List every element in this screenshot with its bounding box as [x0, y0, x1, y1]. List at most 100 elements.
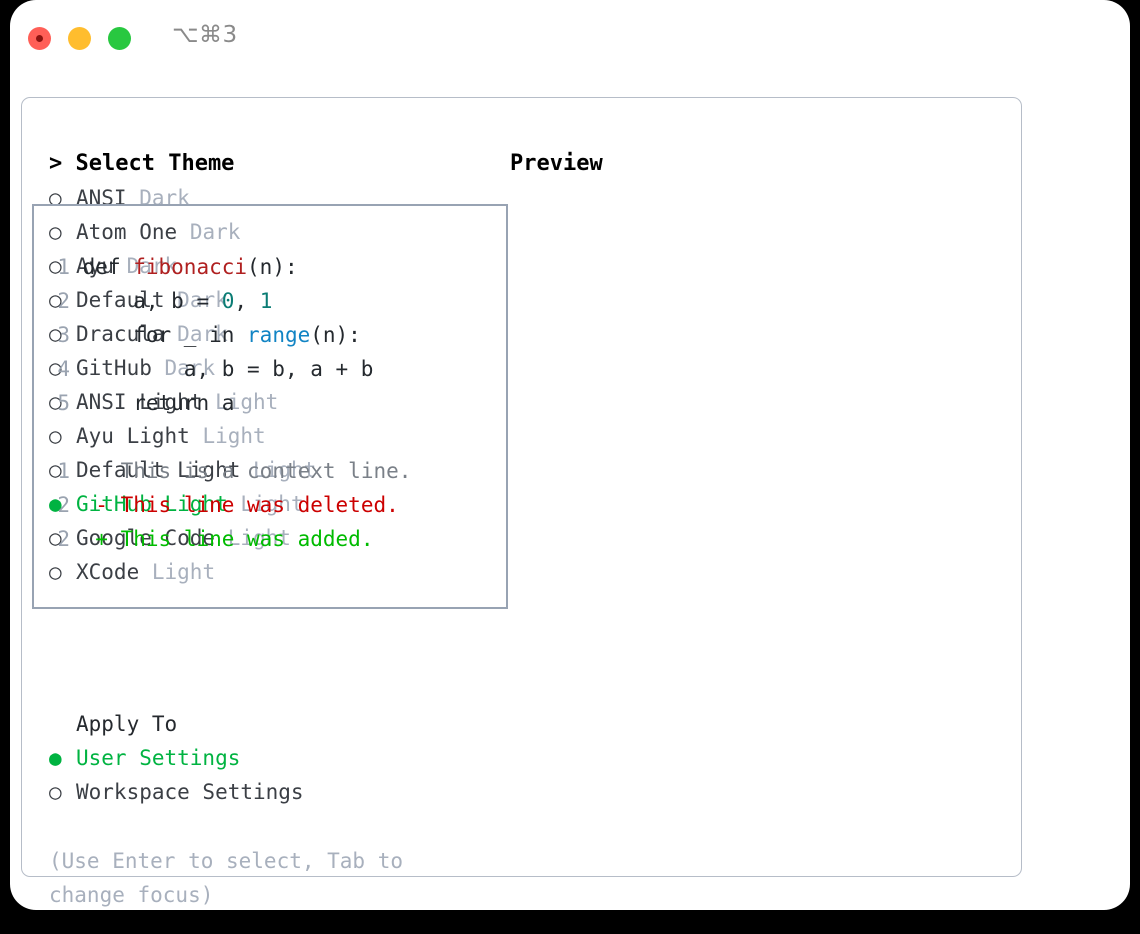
- diff-text: This line was added.: [120, 527, 374, 551]
- theme-variant-tag: Light: [215, 390, 279, 414]
- theme-list-item[interactable]: ○ANSI Dark: [49, 181, 479, 215]
- radio-unselected-icon: ○: [49, 780, 62, 804]
- code-token: 0: [221, 289, 235, 313]
- zoom-window-button[interactable]: [108, 27, 131, 50]
- radio-unselected-icon: ○: [49, 526, 62, 550]
- theme-list-item[interactable]: ○ GitHub Dark: [49, 351, 479, 385]
- theme-variant-tag: Light: [151, 560, 216, 584]
- radio-unselected-icon: ○: [49, 390, 62, 414]
- line-number: 4: [57, 357, 70, 381]
- theme-variant-tag: Dark: [177, 288, 228, 312]
- theme-variant-tag: Dark: [164, 356, 216, 380]
- line-number: 2: [57, 289, 70, 313]
- code-token: fibonacci: [133, 255, 248, 279]
- code-token: ,: [234, 289, 260, 313]
- preview-header: Preview: [510, 151, 603, 176]
- theme-name-label: Default Light: [76, 458, 241, 482]
- radio-unselected-icon: ○: [49, 254, 62, 278]
- radio-unselected-icon: ○: [49, 560, 62, 584]
- code-token: for _ in: [82, 323, 248, 347]
- radio-unselected-icon: ○: [49, 458, 62, 482]
- preview-section: Preview: [510, 147, 603, 181]
- code-line: 3 for _ in range(n):: [48, 318, 411, 352]
- theme-name-label: ANSI Light: [76, 390, 203, 414]
- theme-name-label: Ayu: [76, 254, 114, 278]
- radio-selected-icon: ●: [49, 492, 62, 516]
- theme-name-label: GitHub: [76, 356, 152, 380]
- diff-line: 1 This is a context line.: [48, 454, 411, 488]
- radio-unselected-icon: ○: [49, 322, 62, 346]
- theme-picker-header: > Select Theme: [49, 151, 235, 176]
- minimize-window-button[interactable]: [68, 27, 91, 50]
- code-token: a, b = b, a + b: [82, 357, 374, 381]
- code-token: def: [82, 255, 134, 279]
- code-line: 2 a, b = 0, 1: [48, 284, 411, 318]
- keyboard-hint-text: (Use Enter to select, Tab to change focu…: [49, 849, 404, 907]
- apply-to-label: User Settings: [76, 746, 241, 770]
- theme-list-item[interactable]: ○ ANSI Light Light: [49, 385, 479, 419]
- theme-list-item[interactable]: ● GitHub Light Light: [49, 487, 479, 521]
- radio-selected-icon: ●: [49, 746, 62, 770]
- line-number: 1: [57, 255, 70, 279]
- radio-unselected-icon: ○: [49, 220, 62, 244]
- theme-variant-tag: Light: [227, 526, 291, 550]
- apply-to-option[interactable]: ● User Settings: [49, 741, 479, 775]
- code-token: a, b =: [82, 289, 222, 313]
- theme-list-item[interactable]: ○Google Code Light: [49, 521, 479, 555]
- diff-sign: -: [95, 493, 108, 517]
- diff-line: 2 - This line was deleted.: [48, 488, 411, 522]
- radio-unselected-icon: ○: [49, 288, 62, 312]
- apply-to-option[interactable]: ○ Workspace Settings: [49, 775, 479, 809]
- code-token: (n):: [247, 255, 298, 279]
- theme-variant-tag: Light: [240, 492, 304, 516]
- apply-to-group: Apply To ● User Settings ○ Workspace Settin…: [49, 707, 479, 809]
- apply-to-list[interactable]: ● User Settings ○ Workspace Settings: [49, 741, 479, 809]
- diff-text: This is a context line.: [120, 459, 412, 483]
- theme-picker: > Select Theme ○ANSI Dark○Atom One Dark○…: [49, 147, 479, 589]
- apply-to-label: Workspace Settings: [76, 780, 304, 804]
- code-token: return a: [82, 391, 235, 415]
- theme-name-label: Ayu Light: [76, 424, 190, 448]
- theme-name-label: ANSI: [76, 186, 127, 210]
- theme-list-item[interactable]: ○ Atom One Dark: [49, 215, 479, 249]
- theme-list-item[interactable]: ○ Default Dark: [49, 283, 479, 317]
- theme-variant-tag: Dark: [139, 186, 190, 210]
- code-token: (n):: [310, 323, 361, 347]
- theme-name-label: GitHub Light: [76, 492, 228, 516]
- code-line: 1 def fibonacci(n):: [48, 250, 411, 284]
- theme-list-item[interactable]: ○ Ayu Light Light: [49, 419, 479, 453]
- line-number: 2: [57, 493, 70, 517]
- code-token: range: [247, 323, 311, 347]
- line-number: 1: [57, 459, 70, 483]
- diff-text: This line was deleted.: [120, 493, 399, 517]
- radio-unselected-icon: ○: [49, 424, 62, 448]
- theme-variant-tag: Dark: [189, 220, 241, 244]
- apply-to-header: Apply To: [76, 712, 178, 736]
- line-number: 2: [57, 527, 70, 551]
- diff-sign: +: [95, 527, 108, 551]
- code-line: 4 a, b = b, a + b: [48, 352, 411, 386]
- theme-list-item[interactable]: ○ Ayu Dark: [49, 249, 479, 283]
- theme-variant-tag: Light: [253, 458, 317, 482]
- close-window-button[interactable]: [28, 27, 51, 50]
- theme-variant-tag: Dark: [126, 254, 178, 278]
- theme-name-label: XCode: [76, 560, 140, 584]
- theme-name-label: Default: [76, 288, 165, 312]
- diff-line: 2 + This line was added.: [48, 522, 411, 556]
- theme-name-label: Atom One: [76, 220, 178, 244]
- content-panel: > Select Theme ○ANSI Dark○Atom One Dark○…: [21, 97, 1022, 907]
- app-window: ⌥⌘3 > Select Theme ○ANSI Dark○Atom One D…: [10, 0, 1130, 910]
- theme-list[interactable]: ○ANSI Dark○Atom One Dark○Ayu Dark○Defaul…: [49, 181, 479, 589]
- keyboard-shortcut-label: ⌥⌘3: [172, 22, 238, 48]
- line-number: 3: [57, 323, 70, 347]
- theme-variant-tag: Dark: [177, 322, 228, 346]
- preview-spacer: [48, 420, 411, 454]
- theme-list-item[interactable]: ○ Default Light Light: [49, 453, 479, 487]
- theme-list-item[interactable]: ○Dracula Dark: [49, 317, 479, 351]
- theme-list-item[interactable]: ○ XCode Light: [49, 555, 479, 589]
- code-line: 5 return a: [48, 386, 411, 420]
- theme-variant-tag: Light: [202, 424, 266, 448]
- radio-unselected-icon: ○: [49, 356, 62, 380]
